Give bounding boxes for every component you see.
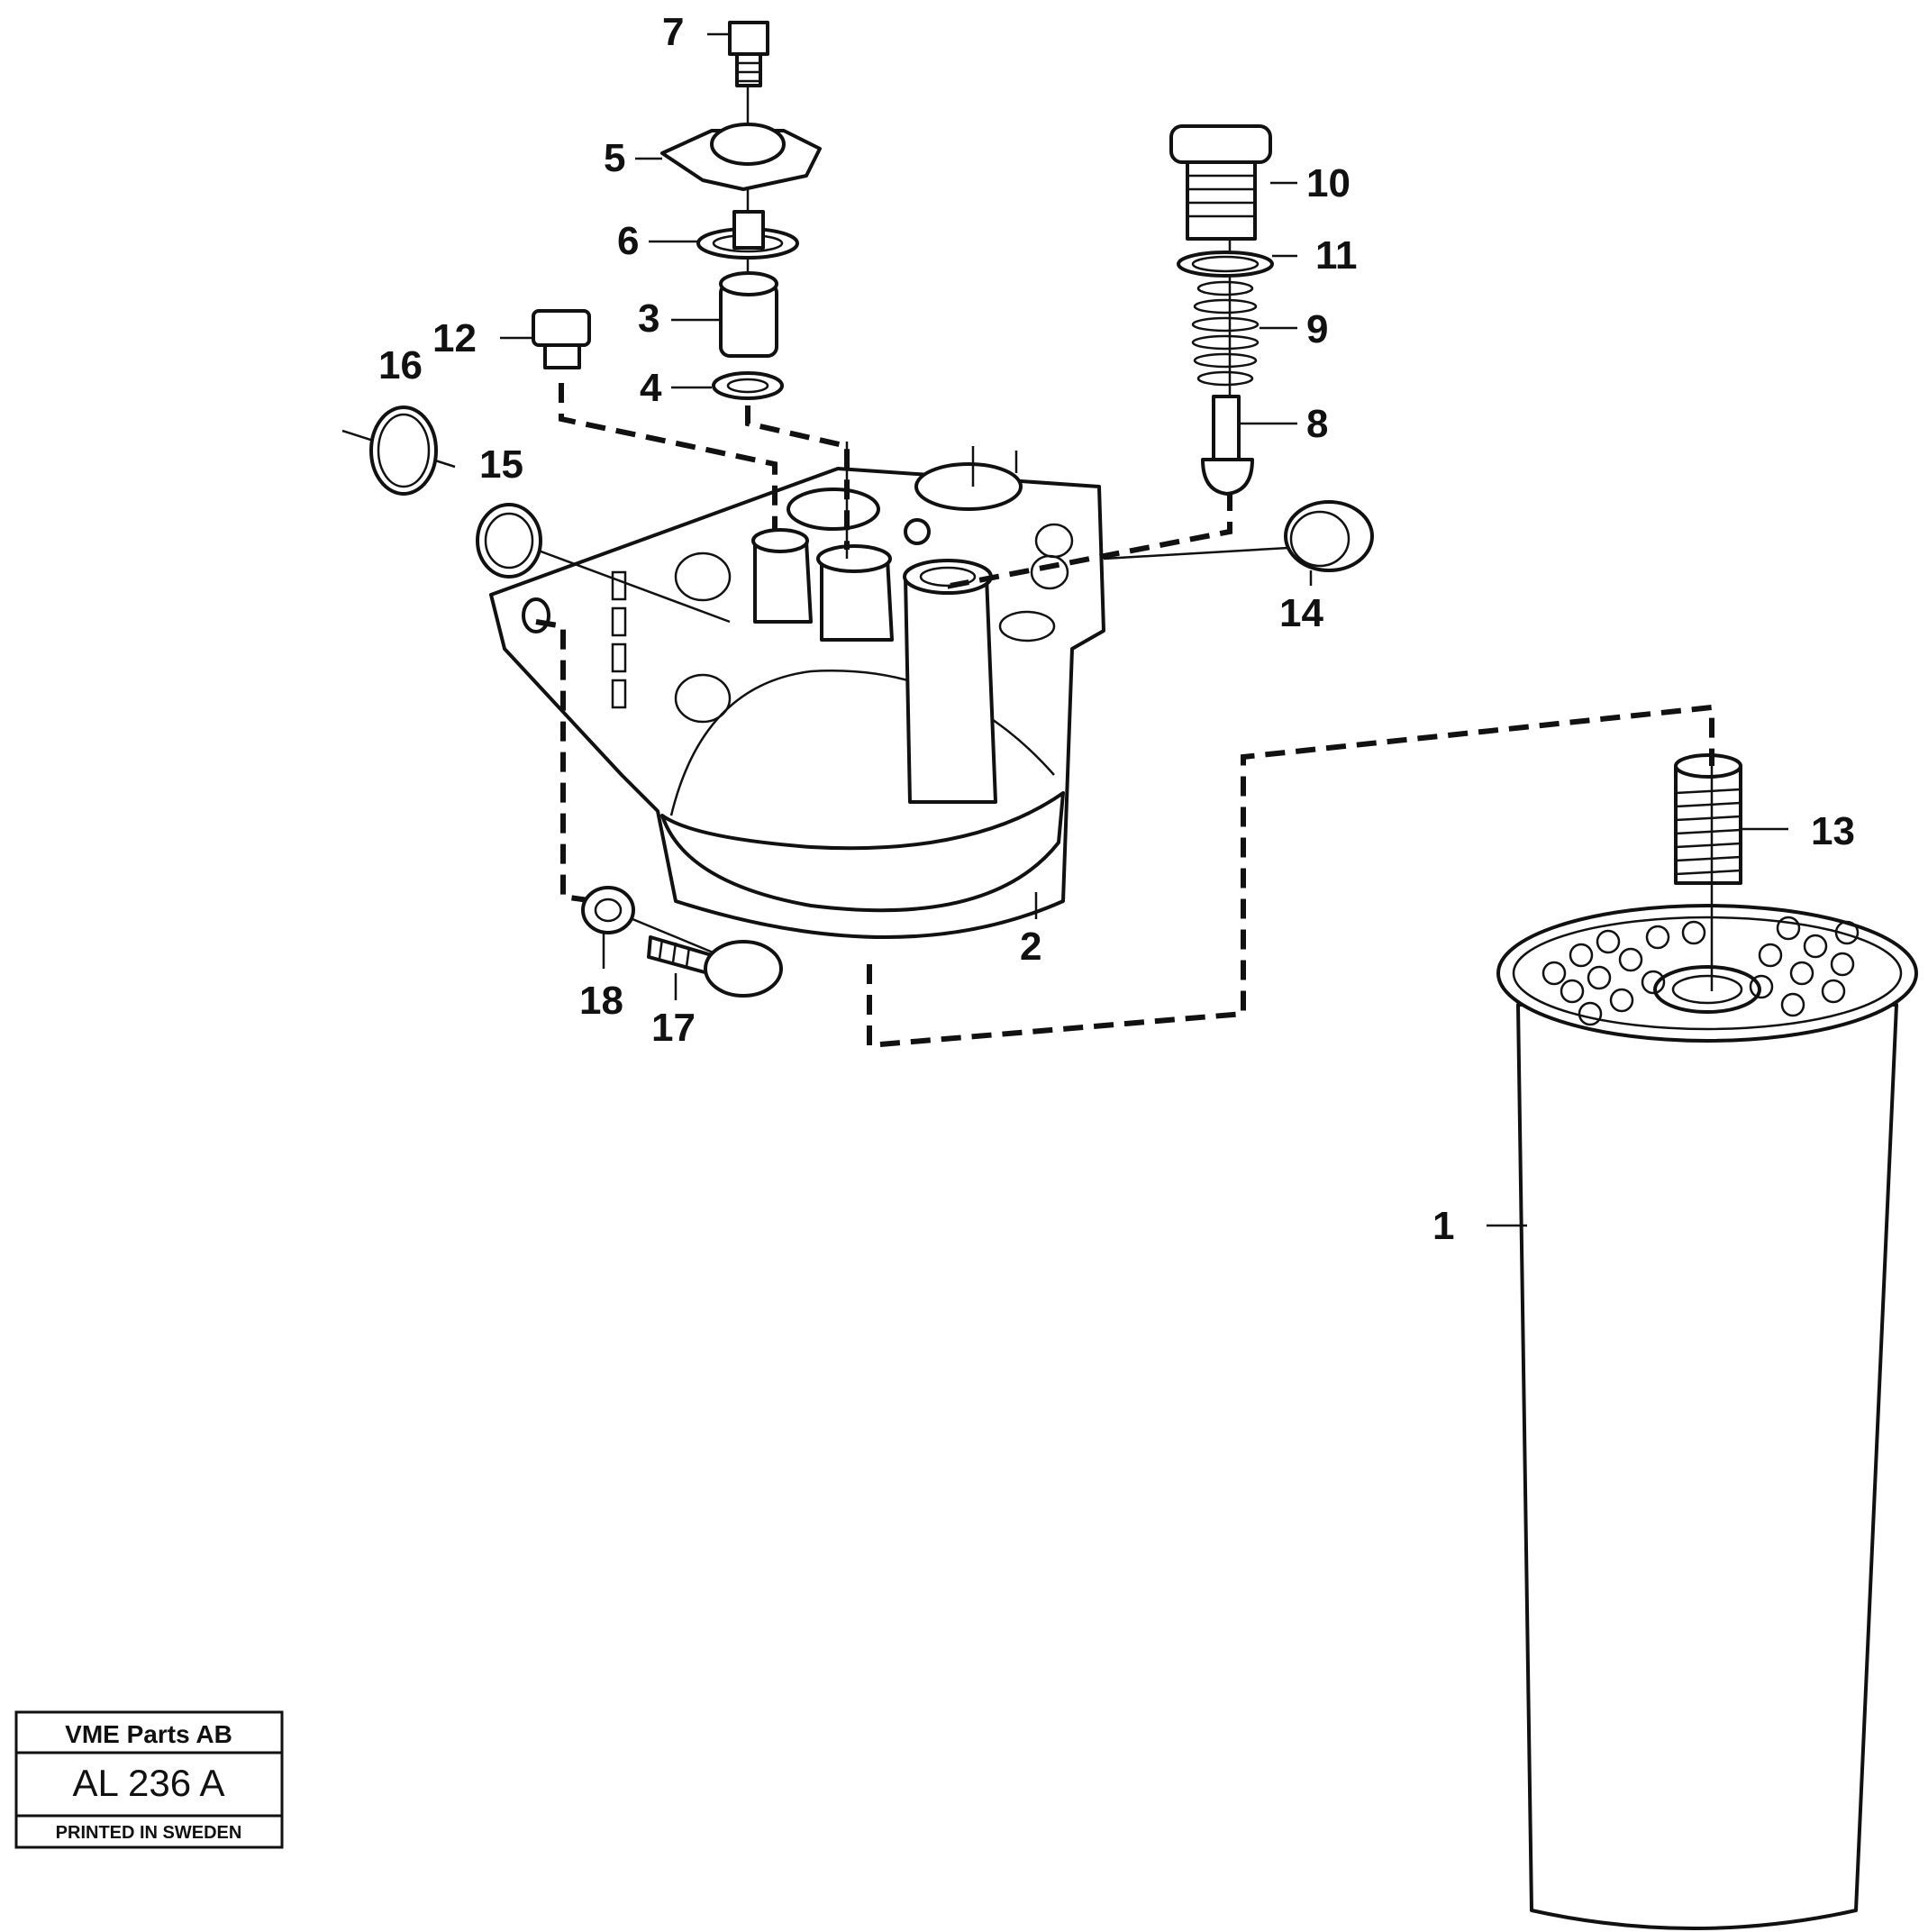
flange-bolt-17 xyxy=(647,935,783,998)
part-label-3: 3 xyxy=(638,296,659,341)
part-label-4: 4 xyxy=(640,366,662,410)
title-block-drawing-code: AL 236 A xyxy=(73,1762,225,1804)
part-label-11: 11 xyxy=(1315,233,1358,278)
plug-10 xyxy=(1169,124,1272,241)
o-ring-4 xyxy=(712,371,784,400)
plug-12 xyxy=(532,309,591,369)
part-label-6: 6 xyxy=(617,219,639,263)
part-label-15: 15 xyxy=(479,442,523,487)
washer-11 xyxy=(1177,251,1274,278)
o-ring-15 xyxy=(476,503,542,579)
o-ring-16 xyxy=(369,406,438,496)
washer-18 xyxy=(581,886,635,934)
spring-9 xyxy=(1191,280,1260,387)
bolt xyxy=(728,21,769,87)
oil-filter-cartridge xyxy=(1496,904,1918,1930)
part-label-7: 7 xyxy=(662,10,684,54)
part-label-12: 12 xyxy=(432,316,477,360)
cover-plate xyxy=(660,123,822,191)
part-label-8: 8 xyxy=(1306,402,1328,446)
label-leaders xyxy=(500,32,1788,1227)
part-label-2: 2 xyxy=(1020,925,1041,969)
title-block-printed: PRINTED IN SWEDEN xyxy=(56,1823,242,1843)
title-block-company: VME Parts AB xyxy=(65,1720,232,1748)
part-label-14: 14 xyxy=(1279,591,1323,635)
filter-head-housing xyxy=(489,462,1105,939)
threaded-nipple xyxy=(1674,753,1742,885)
part-label-5: 5 xyxy=(604,136,625,180)
part-label-17: 17 xyxy=(651,1006,696,1050)
title-block: VME Parts AB AL 236 A PRINTED IN SWEDEN xyxy=(14,1710,284,1849)
valve-pin-8 xyxy=(1201,395,1254,496)
part-label-13: 13 xyxy=(1811,809,1855,853)
part-label-10: 10 xyxy=(1306,161,1351,205)
valve-piston xyxy=(719,271,778,358)
part-label-9: 9 xyxy=(1306,307,1328,351)
seal-ring-6 xyxy=(696,210,799,260)
part-label-16: 16 xyxy=(378,343,423,387)
part-label-18: 18 xyxy=(579,979,623,1023)
plug-14 xyxy=(1284,500,1374,572)
part-label-1: 1 xyxy=(1432,1204,1454,1248)
part-callouts: 7 5 6 3 4 12 16 15 10 11 9 8 14 13 2 18 … xyxy=(378,10,1855,1248)
